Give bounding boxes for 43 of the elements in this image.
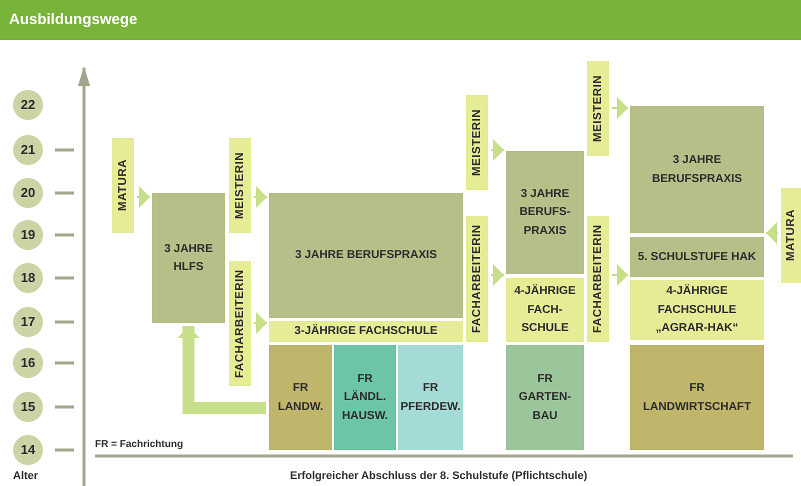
age-circle: 18	[13, 263, 43, 293]
age-circle: 17	[13, 307, 43, 337]
baseline-caption: Erfolgreicher Abschluss der 8. Schulstufe (Pflichtschule)	[290, 470, 588, 482]
arrow	[766, 222, 778, 244]
training-box: 5. SCHULSTUFE HAK	[630, 237, 764, 277]
training-box: FR PFERDEW.	[398, 345, 463, 450]
age-circle: 14	[13, 435, 43, 465]
arrow	[491, 139, 504, 161]
fr-legend-note: FR = Fachrichtung	[95, 439, 184, 450]
arrow	[612, 97, 628, 119]
qualification-tag: MEISTERIN	[229, 138, 251, 233]
training-box: FR LÄNDL. HAUSW.	[334, 345, 396, 450]
arrow	[612, 264, 628, 286]
age-circle: 16	[13, 348, 43, 378]
training-box: FR GARTEN- BAU	[506, 345, 584, 450]
arrow	[137, 186, 150, 208]
training-box: FR LANDW.	[269, 345, 332, 450]
age-circle: 22	[13, 90, 43, 120]
arrow	[254, 186, 267, 208]
training-box: 3-JÄHRIGE FACHSCHULE	[269, 321, 463, 342]
arrow	[178, 326, 266, 414]
age-circle: 21	[13, 135, 43, 165]
qualification-tag: MEISTERIN	[587, 61, 609, 156]
qualification-tag: MATURA	[781, 188, 801, 283]
qualification-tag: MATURA	[112, 138, 134, 233]
arrow	[254, 312, 267, 334]
age-circle: 15	[13, 392, 43, 422]
arrow	[491, 264, 504, 286]
training-box: 3 JAHRE BERUFSPRAXIS	[269, 193, 463, 318]
training-box: 4-JÄHRIGE FACHSCHULE „AGRAR-HAK“	[630, 280, 764, 340]
training-box: FR LANDWIRTSCHAFT	[630, 345, 764, 450]
training-box: 3 JAHRE BERUFS- PRAXIS	[506, 151, 584, 274]
training-box: 3 JAHRE BERUFSPRAXIS	[630, 106, 764, 233]
qualification-tag: FACHARBEITERIN	[229, 261, 251, 386]
qualification-tag: MEISTERIN	[466, 95, 488, 190]
age-circle: 20	[13, 178, 43, 208]
title-banner: Ausbildungswege	[0, 0, 801, 40]
qualification-tag: FACHARBEITERIN	[466, 216, 488, 342]
training-box: 3 JAHRE HLFS	[152, 193, 225, 323]
axis-title: Alter	[13, 470, 38, 482]
qualification-tag: FACHARBEITERIN	[587, 216, 609, 342]
training-box: 4-JÄHRIGE FACH- SCHULE	[506, 278, 584, 342]
age-circle: 19	[13, 220, 43, 250]
